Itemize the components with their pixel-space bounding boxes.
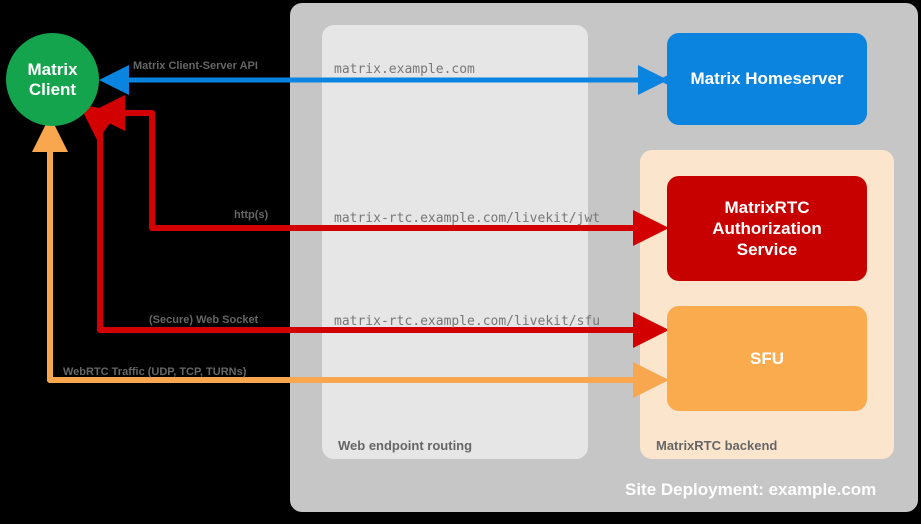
flow-label-cs-api: Matrix Client-Server API [133,60,258,72]
endpoint-path-livekit-jwt: matrix-rtc.example.com/livekit/jwt [334,211,601,226]
flow-webrtc-media-arrow [31,116,669,398]
flow-label-livekit-jwt: http(s) [234,209,269,221]
sfu-label: SFU [750,348,784,368]
endpoint-path-cs-api: matrix.example.com [334,62,475,77]
web-endpoint-routing-caption: Web endpoint routing [338,438,473,453]
matrix-homeserver-label: Matrix Homeserver [690,69,844,88]
matrixrtc-backend-caption: MatrixRTC backend [656,438,778,453]
node-matrixrtc-authorization-service[interactable]: MatrixRTC Authorization Service [667,176,867,281]
auth-service-label-line1: MatrixRTC [724,197,810,217]
flow-livekit-sfu-arrow [79,104,669,348]
node-matrix-client[interactable]: Matrix Client [6,33,99,126]
auth-service-label-line3: Service [736,240,798,260]
matrix-client-label-line1: Matrix [27,59,78,79]
node-sfu[interactable]: SFU [667,306,867,411]
flow-label-livekit-sfu: (Secure) Web Socket [149,314,259,326]
auth-service-label-line2: Authorization [712,218,822,238]
matrix-client-label-line2: Client [28,79,77,99]
node-matrix-homeserver[interactable]: Matrix Homeserver [667,33,867,125]
site-deployment-caption: Site Deployment: example.com [625,480,877,499]
endpoint-path-livekit-sfu: matrix-rtc.example.com/livekit/sfu [334,314,601,329]
flow-label-webrtc-media: WebRTC Traffic (UDP, TCP, TURNs) [63,366,247,378]
web-endpoint-routing-container [322,25,588,459]
flow-livekit-jwt-arrow [89,95,669,246]
